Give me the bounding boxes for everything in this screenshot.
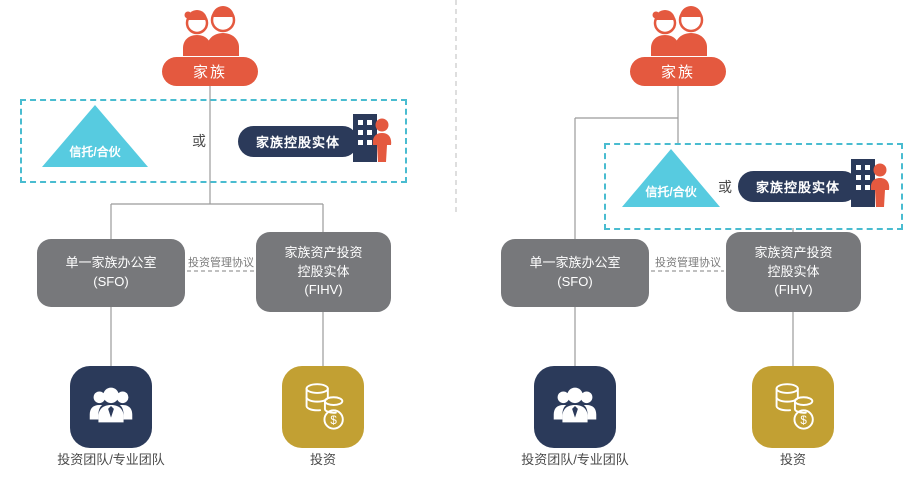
fihv-node: 家族资产投资 控股实体 (FIHV) xyxy=(256,232,391,312)
investment-label: 投资 xyxy=(309,452,336,467)
fihv-node: 家族资产投资 控股实体 (FIHV) xyxy=(726,232,861,312)
people-group-icon xyxy=(82,376,140,439)
family-node: 家族 xyxy=(162,57,258,86)
trust-or-holding-group xyxy=(20,99,407,183)
sfo-line2: (SFO) xyxy=(557,274,593,289)
family-holding-entity-node: 家族控股实体 xyxy=(238,126,358,157)
fihv-line2: 控股实体 xyxy=(767,263,820,279)
building-person-icon xyxy=(848,155,890,209)
coin-stack-icon: $ xyxy=(764,376,822,439)
fihv-line1: 家族资产投资 xyxy=(754,244,833,260)
family-holding-entity-label: 家族控股实体 xyxy=(755,180,840,195)
sfo-line1: 单一家族办公室 xyxy=(65,255,157,271)
investment-agreement-label: 投资管理协议 xyxy=(188,257,254,269)
fihv-line3: (FIHV) xyxy=(774,282,813,298)
trust-or-holding-group xyxy=(604,143,903,230)
investment-team-node xyxy=(534,366,616,448)
investment-team-node xyxy=(70,366,152,448)
building-person-icon xyxy=(350,110,392,164)
sfo-node: 单一家族办公室 (SFO) xyxy=(37,239,185,307)
investment-node: $ xyxy=(282,366,364,448)
family-node: 家族 xyxy=(630,57,726,86)
fihv-line3: (FIHV) xyxy=(304,282,343,298)
fihv-line2: 控股实体 xyxy=(297,263,350,279)
sfo-node: 单一家族办公室 (SFO) xyxy=(501,239,649,307)
sfo-line1: 单一家族办公室 xyxy=(529,255,621,271)
sfo-line2: (SFO) xyxy=(93,274,129,289)
trust-partnership-node: 信托/合伙 xyxy=(42,105,148,167)
trust-partnership-label: 信托/合伙 xyxy=(69,145,121,159)
family-label: 家族 xyxy=(660,64,695,81)
or-label: 或 xyxy=(718,179,732,195)
investment-agreement-label: 投资管理协议 xyxy=(655,257,721,269)
people-group-icon xyxy=(546,376,604,439)
investment-label: 投资 xyxy=(779,452,806,467)
investment-team-label: 投资团队/专业团队 xyxy=(521,452,629,467)
trust-partnership-label: 信托/合伙 xyxy=(645,185,697,199)
investment-team-label: 投资团队/专业团队 xyxy=(57,452,165,467)
fihv-line1: 家族资产投资 xyxy=(284,244,363,260)
or-label: 或 xyxy=(192,133,206,149)
family-couple-icon xyxy=(638,6,718,56)
svg-text:$: $ xyxy=(330,413,337,426)
panel-left: 家族 信托/合伙 或 家族控股实体 xyxy=(20,6,407,467)
investment-node: $ xyxy=(752,366,834,448)
svg-text:$: $ xyxy=(800,413,807,426)
family-holding-entity-node: 家族控股实体 xyxy=(738,171,858,202)
panel-right: 家族 信托/合伙 或 家族控股实体 xyxy=(456,0,909,479)
family-label: 家族 xyxy=(192,64,227,81)
coin-stack-icon: $ xyxy=(294,376,352,439)
trust-partnership-node: 信托/合伙 xyxy=(622,149,720,207)
family-holding-entity-label: 家族控股实体 xyxy=(255,135,340,150)
family-couple-icon xyxy=(170,6,250,56)
